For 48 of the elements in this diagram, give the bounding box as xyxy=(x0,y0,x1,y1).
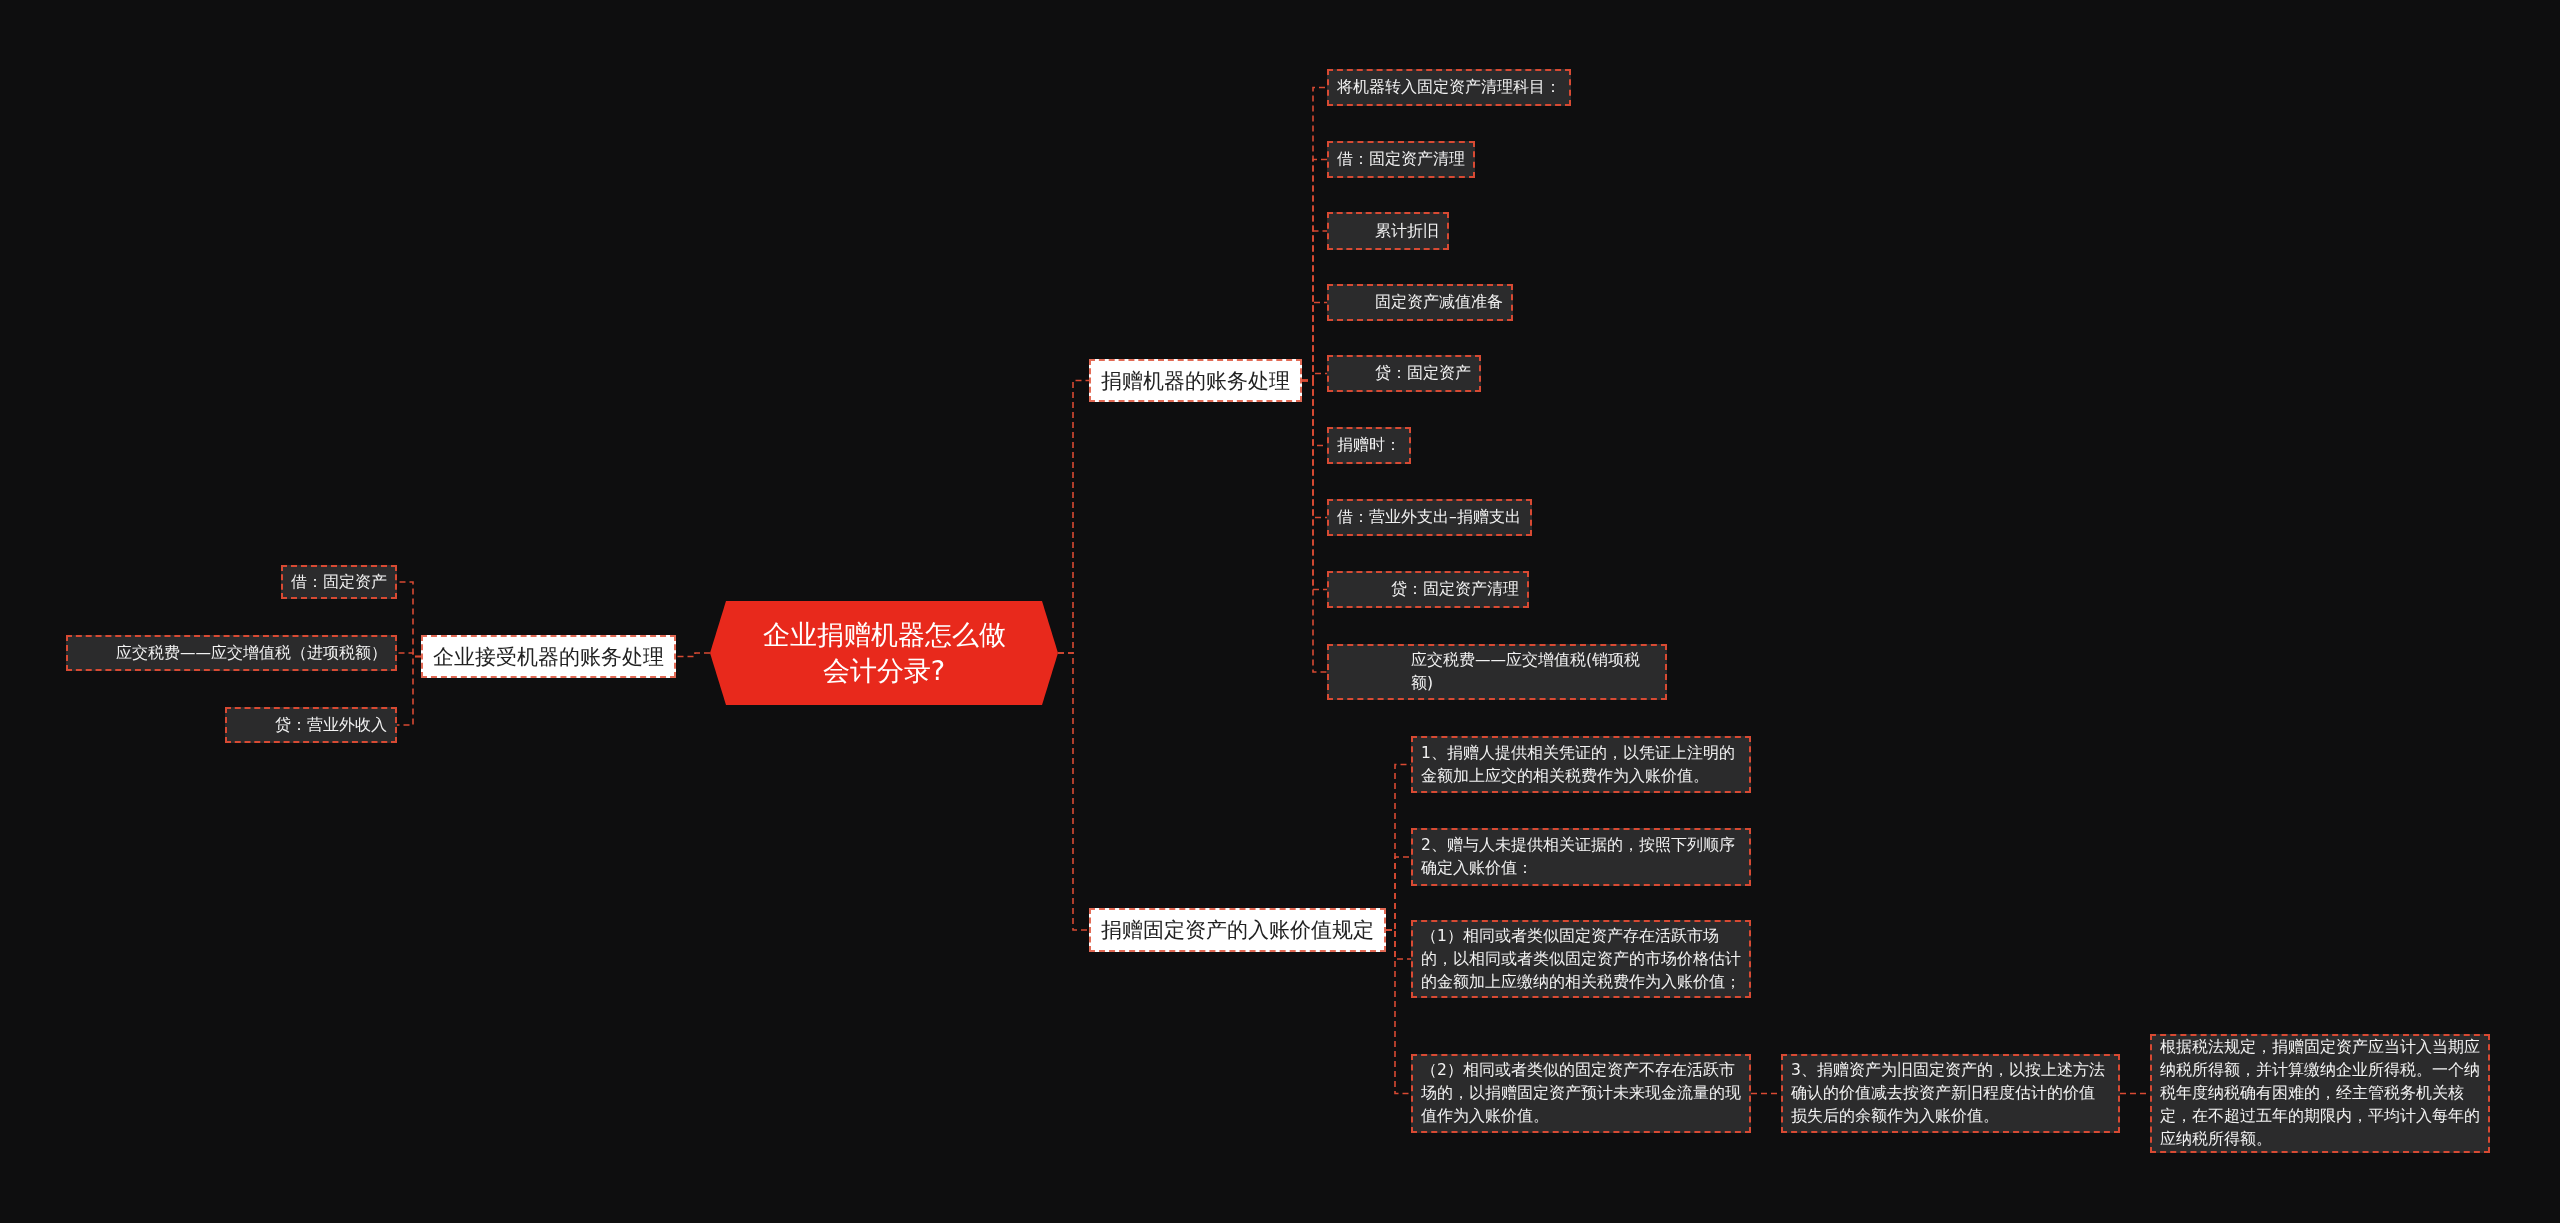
note-box xyxy=(1327,571,1529,608)
note-box xyxy=(1411,828,1751,886)
note-box xyxy=(1327,69,1571,106)
connector xyxy=(1385,929,1412,1095)
note-text: 1、捐赠人提供相关凭证的，以凭证上注明的金额加上应交的相关税费作为入账价值。 xyxy=(1421,742,1736,787)
note-box xyxy=(1781,1054,2120,1133)
note-text: 借：固定资产 xyxy=(291,571,387,593)
note-box xyxy=(1411,920,1751,998)
note-text: 借：固定资产清理 xyxy=(1337,149,1465,170)
branch-text: 企业接受机器的账务处理 xyxy=(433,643,664,671)
connector xyxy=(1057,652,1090,931)
note-box xyxy=(1327,212,1449,250)
note-text: 贷：固定资产清理 xyxy=(1391,579,1519,600)
note-text: 应交税费——应交增值税(销项税额) xyxy=(1411,650,1642,694)
topic-text: 企业捐赠机器怎么做会计分录? xyxy=(761,618,1007,688)
note-text: 3、捐赠资产为旧固定资产的，以按上述方法确认的价值减去按资产新旧程度估计的价值损失后的余额作为入账价值。 xyxy=(1791,1060,2106,1127)
note-text: 累计折旧 xyxy=(1375,220,1439,242)
note-text: 贷：固定资产 xyxy=(1375,363,1471,384)
connector xyxy=(675,652,711,658)
note-box xyxy=(66,635,397,671)
note-box xyxy=(1411,1054,1751,1133)
note-box xyxy=(1327,644,1667,700)
note-text: （2）相同或者类似的固定资产不存在活跃市场的，以捐赠固定资产预计未来现金流量的现值作为入账价值。 xyxy=(1421,1060,1741,1127)
branch-box xyxy=(1089,359,1302,402)
note-box xyxy=(1327,499,1532,536)
note-text: 捐赠时： xyxy=(1337,435,1401,456)
note-text: 将机器转入固定资产清理科目： xyxy=(1337,77,1561,98)
note-box xyxy=(1327,355,1481,392)
note-box xyxy=(1327,427,1411,464)
note-text: 根据税法规定，捐赠固定资产应当计入当期应纳税所得额，并计算缴纳企业所得税。一个纳税年度纳税确有困难的，经主管税务机关核定，在不超过五年的期限内，平均计入每年的应纳税所得额。 xyxy=(2160,1037,2480,1150)
note-box xyxy=(281,565,397,599)
note-text: （1）相同或者类似固定资产存在活跃市场的，以相同或者类似固定资产的市场价格估计的金额加上应缴纳的相关税费作为入账价值； xyxy=(1421,925,1741,993)
note-box xyxy=(1327,141,1475,178)
note-text: 借：营业外支出–捐赠支出 xyxy=(1337,507,1521,528)
note-box xyxy=(225,707,397,743)
note-text: 2、赠与人未提供相关证据的，按照下列顺序确定入账价值： xyxy=(1421,835,1736,879)
branch-text: 捐赠固定资产的入账价值规定 xyxy=(1101,917,1374,944)
central-topic xyxy=(710,601,1058,705)
note-text: 贷：营业外收入 xyxy=(275,714,387,736)
branch-text: 捐赠机器的账务处理 xyxy=(1101,367,1290,395)
branch-box xyxy=(421,635,676,678)
branch-box xyxy=(1089,908,1386,952)
note-text: 固定资产减值准备 xyxy=(1375,292,1503,313)
note-box xyxy=(1327,284,1513,321)
connector xyxy=(396,655,422,726)
note-box xyxy=(1411,736,1751,793)
note-text: 应交税费——应交增值税（进项税额） xyxy=(116,642,387,664)
connector xyxy=(1301,379,1328,673)
